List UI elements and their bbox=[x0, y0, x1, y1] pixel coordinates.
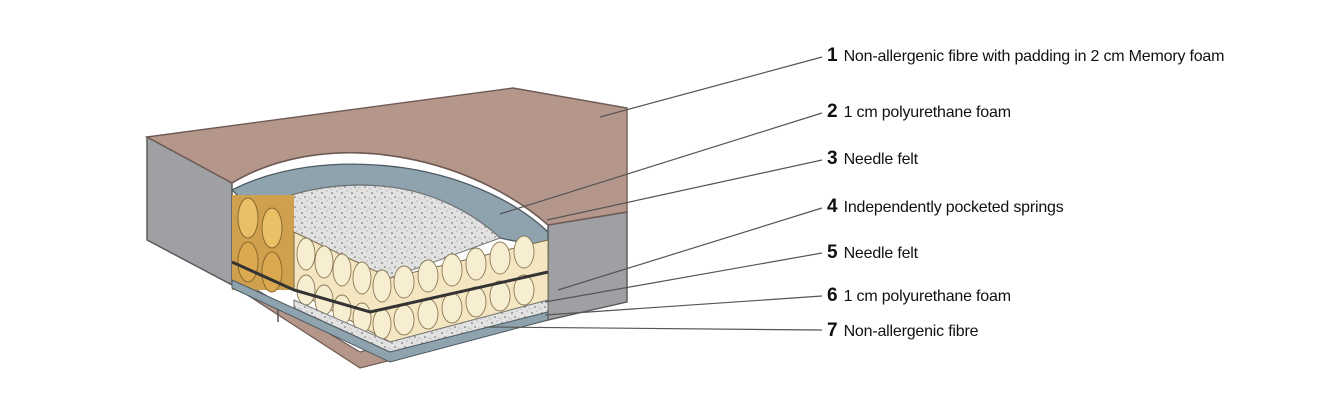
callout-6-text: 1 cm polyurethane foam bbox=[843, 288, 1011, 305]
callout-5-text: Needle felt bbox=[843, 245, 918, 262]
callout-7-text: Non-allergenic fibre bbox=[843, 323, 979, 340]
callout-7-number: 7 bbox=[827, 320, 838, 341]
callout-7: 7 Non-allergenic fibre bbox=[827, 319, 979, 343]
callout-2-number: 2 bbox=[827, 101, 838, 122]
callout-4-text: Independently pocketed springs bbox=[843, 199, 1064, 216]
callout-5-number: 5 bbox=[827, 242, 838, 263]
spring-separator bbox=[231, 260, 549, 314]
callout-4: 4 Independently pocketed springs bbox=[827, 195, 1064, 219]
callout-1-number: 1 bbox=[827, 45, 838, 66]
callout-3-number: 3 bbox=[827, 148, 838, 169]
callout-3-text: Needle felt bbox=[843, 151, 918, 168]
leader-line-4 bbox=[557, 207, 823, 291]
callout-6-number: 6 bbox=[827, 285, 838, 306]
callout-6: 6 1 cm polyurethane foam bbox=[827, 284, 1011, 308]
foam-layer-bottom bbox=[231, 279, 549, 363]
callout-5: 5 Needle felt bbox=[827, 241, 918, 265]
leader-line-3 bbox=[546, 159, 823, 221]
leader-line-6 bbox=[544, 295, 823, 316]
leader-line-7 bbox=[486, 326, 823, 331]
leader-line-5 bbox=[544, 252, 823, 303]
callout-2: 2 1 cm polyurethane foam bbox=[827, 100, 1011, 124]
callout-1-text: Non-allergenic fibre with padding in 2 c… bbox=[843, 48, 1225, 65]
callout-1: 1 Non-allergenic fibre with padding in 2 … bbox=[827, 44, 1224, 68]
callout-3: 3 Needle felt bbox=[827, 147, 918, 171]
leader-lines bbox=[486, 56, 823, 331]
leader-line-1 bbox=[599, 56, 823, 118]
callout-2-text: 1 cm polyurethane foam bbox=[843, 104, 1011, 121]
callout-4-number: 4 bbox=[827, 196, 838, 217]
leader-line-2 bbox=[499, 112, 823, 215]
